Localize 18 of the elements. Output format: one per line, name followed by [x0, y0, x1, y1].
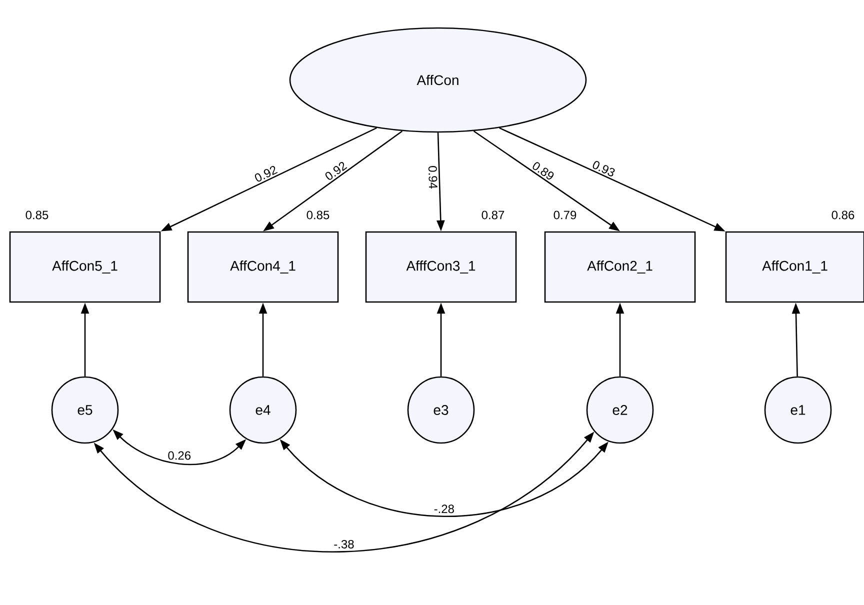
observed-variable-box: AffCon1_1 [725, 231, 864, 303]
edge-label: 0.26 [166, 450, 192, 461]
edge-label: 0.92 [322, 159, 350, 183]
value-label: 0.79 [554, 210, 576, 220]
edge-label: 0.94 [427, 164, 439, 190]
edge-label: -.38 [332, 538, 356, 550]
value-label: 0.85 [26, 210, 48, 220]
value-label: 0.87 [482, 210, 504, 220]
observed-variable-box: AfffCon3_1 [365, 231, 517, 303]
observed-variable-box: AffCon4_1 [187, 231, 339, 303]
edge-label: 0.93 [590, 158, 618, 179]
observed-variable-box: AffCon2_1 [544, 231, 696, 303]
value-label: 0.86 [832, 210, 854, 220]
value-label: 0.85 [306, 210, 330, 220]
observed-variable-box: AffCon5_1 [9, 231, 161, 303]
edge-label: -.28 [432, 504, 456, 514]
edge-label: 0.89 [530, 159, 557, 182]
edge-label: 0.92 [252, 164, 280, 184]
